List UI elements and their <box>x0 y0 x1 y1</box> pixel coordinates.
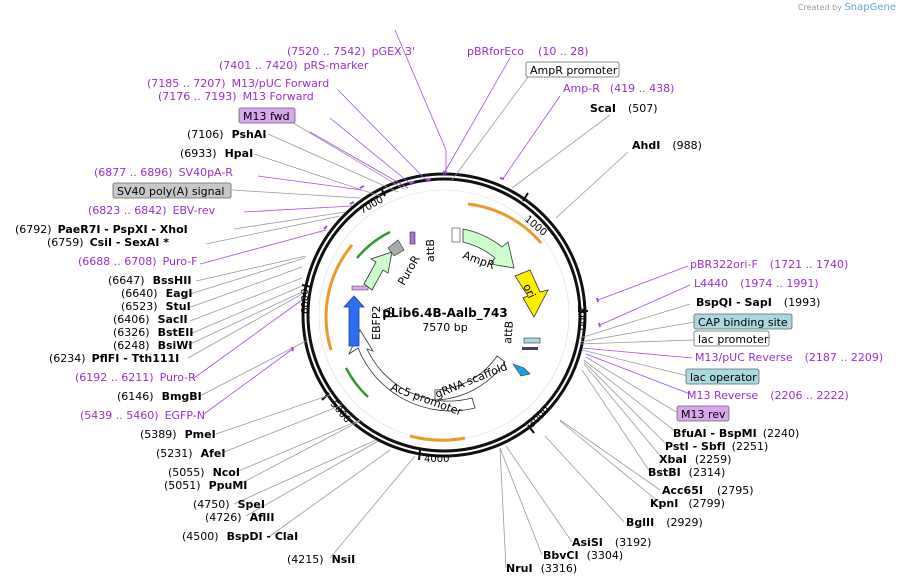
label-csii: (6759)CsiI - SexAI * <box>47 236 169 249</box>
label-egfp-n: (5439 .. 5460)EGFP-N <box>80 409 205 422</box>
label-cap-binding-site: CAP binding site <box>693 313 793 330</box>
label-m13fwd: M13 fwd <box>238 107 296 124</box>
label-prs-marker: (7401 .. 7420)pRS-marker <box>219 59 369 72</box>
label-psti: PstI - SbfI(2251) <box>665 440 768 453</box>
snapgene-credit: Created by SnapGene <box>798 2 896 13</box>
svg-text:lac operator: lac operator <box>690 371 757 384</box>
label-xbai: XbaI(2259) <box>659 453 731 466</box>
grna-scaffold-feature[interactable] <box>434 355 506 401</box>
label-pmei: (5389)PmeI <box>140 428 216 441</box>
label-sacii: (6406)SacII <box>113 313 188 326</box>
gray-marker <box>387 239 405 257</box>
ta-label: TA <box>382 306 395 321</box>
label-nrui: NruI(3316) <box>506 562 577 575</box>
plasmid-size: 7570 bp <box>422 321 467 334</box>
svg-text:M13 rev: M13 rev <box>681 408 726 421</box>
label-puro-r: (6192 .. 6211)Puro-R <box>75 371 196 384</box>
puror-feature[interactable] <box>363 251 393 291</box>
ebfp2-feature[interactable] <box>343 295 365 347</box>
label-puro-f: (6688 .. 6708)Puro-F <box>78 255 198 268</box>
label-ebv-rev: (6823 .. 6842)EBV-rev <box>88 204 216 217</box>
label-bsiwi: (6248)BsiWI <box>113 339 193 352</box>
label-amp-r: Amp-R(419 .. 438) <box>563 82 674 95</box>
ori-feature[interactable] <box>514 269 549 318</box>
label-bstbi: BstBI(2314) <box>648 466 725 479</box>
svg-text:M13 fwd: M13 fwd <box>243 110 290 123</box>
label-sv40pa-r: (6877 .. 6896)SV40pA-R <box>94 166 233 179</box>
label-m13-reverse: M13 Reverse(2206 .. 2222) <box>687 389 849 402</box>
tick-2000: 2000 <box>575 305 587 331</box>
tick-6000: 6000 <box>300 289 311 314</box>
label-hpai: (6933)HpaI <box>180 147 253 160</box>
label-m13puc-reverse: M13/pUC Reverse(2187 .. 2209) <box>695 351 883 364</box>
attb-top-box <box>451 227 461 243</box>
credit-prefix: Created by <box>797 3 842 12</box>
backbone-inner <box>306 177 582 453</box>
attb-left-label: attB <box>424 239 437 262</box>
label-acc65i: Acc65I(2795) <box>662 484 754 497</box>
label-afei: (5231)AfeI <box>156 447 225 460</box>
svg-text:CAP binding site: CAP binding site <box>698 316 788 329</box>
label-pflfi: (6234)PflFI - Tth111I <box>49 352 179 365</box>
label-spei: (4750)SpeI <box>193 498 265 511</box>
blue-small-arrow <box>512 363 531 377</box>
svg-text:AmpR promoter: AmpR promoter <box>530 64 618 77</box>
label-ncoi: (5055)NcoI <box>168 466 240 479</box>
label-pgex3: (7520 .. 7542)pGEX 3' <box>287 45 415 58</box>
label-bmgbi: (6146)BmgBI <box>117 390 202 403</box>
label-lac-operator: lac operator <box>685 368 760 385</box>
primer-markers <box>291 171 601 352</box>
label-bsshii: (6647)BssHII <box>108 274 191 287</box>
label-stui: (6523)StuI <box>121 300 191 313</box>
label-l4440: L4440(1974 .. 1991) <box>694 277 819 290</box>
grna-label: gRNA scaffold <box>433 360 509 401</box>
label-m13puc-forward: (7185 .. 7207)M13/pUC Forward <box>147 77 329 90</box>
label-pbrforeco: pBRforEco(10 .. 28) <box>467 45 589 58</box>
ta-box <box>351 285 369 291</box>
green-arcs <box>344 230 391 398</box>
label-lac-promoter: lac promoter <box>693 330 770 347</box>
label-ahdi: AhdI(988) <box>632 139 702 152</box>
orange-arcs <box>324 202 543 442</box>
svg-text:SV40 poly(A) signal: SV40 poly(A) signal <box>117 185 224 198</box>
attb-right-bar <box>522 347 538 350</box>
ori-label: ori <box>520 282 538 300</box>
puror-label: PuroR <box>395 253 422 288</box>
label-ampr-promoter: AmpR promoter <box>525 61 620 78</box>
label-bspqi: BspQI - SapI(1993) <box>696 296 820 309</box>
position-ticks <box>301 187 588 461</box>
label-bbvci: BbvCI(3304) <box>543 549 623 562</box>
svg-text:lac promoter: lac promoter <box>698 333 769 346</box>
tick-4000: 4000 <box>424 454 449 465</box>
label-bspdi: (4500)BspDI - ClaI <box>182 530 298 543</box>
ebfp2-label: EBFP2 <box>370 306 383 340</box>
label-sv40-polya: SV40 poly(A) signal <box>112 182 232 199</box>
label-bfuai: BfuAI - BspMI(2240) <box>673 427 799 440</box>
label-m13rev: M13 rev <box>676 405 730 422</box>
label-asisi: AsiSI(3192) <box>572 536 651 549</box>
ampr-feature[interactable] <box>462 228 515 269</box>
label-bglii: BglII(2929) <box>626 516 703 529</box>
label-ppumi: (5051)PpuMI <box>164 479 247 492</box>
attb-right-box <box>523 337 541 344</box>
label-pshai: (7106)PshAI <box>187 128 266 141</box>
label-paer7i: (6792)PaeR7I - PspXI - XhoI <box>15 223 188 236</box>
plasmid-name: pLib6.4B-Aalb_743 <box>382 306 507 321</box>
label-pbr322ori-f: pBR322ori-F(1721 .. 1740) <box>690 258 848 271</box>
label-bsteii: (6326)BstEII <box>113 326 193 339</box>
snapgene-logo: SnapGene <box>844 2 896 13</box>
label-kpni: KpnI(2799) <box>650 497 725 510</box>
label-m13-forward: (7176 .. 7193)M13 Forward <box>158 90 314 103</box>
label-aflii: (4726)AflII <box>205 511 274 524</box>
leader-lines <box>187 29 695 569</box>
label-eagi: (6640)EagI <box>121 287 192 300</box>
attb-right-label: attB <box>501 320 516 344</box>
label-nsii: (4215)NsiI <box>287 553 355 566</box>
attb-left-box <box>409 231 416 245</box>
label-scai: ScaI(507) <box>590 102 658 115</box>
